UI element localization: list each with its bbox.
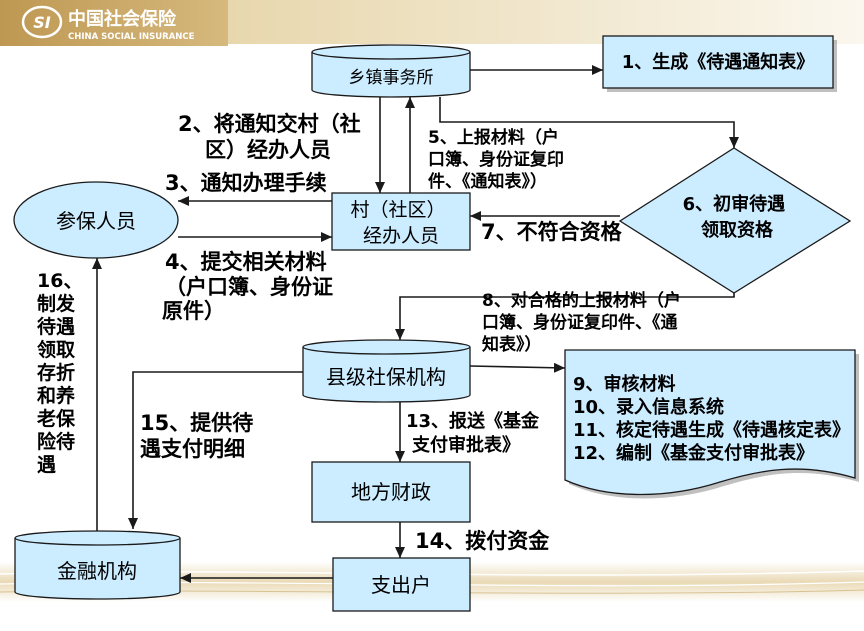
- village-staff-line: 经办人员: [363, 225, 439, 247]
- review-step-item: 11、核定待遇生成《待遇核定表》: [573, 419, 850, 441]
- step16-label: 16、 制发 待遇 领取 存折 和养 老保 险待 遇: [37, 270, 89, 476]
- township-office-node: 乡镇事务所: [311, 44, 471, 98]
- local-finance-label: 地方财政: [351, 480, 431, 504]
- step13-label: 13、报送《基金 支付审批表》: [406, 410, 545, 456]
- logo-mark: SI: [33, 13, 51, 32]
- review-steps-list: 9、审核材料 10、录入信息系统 11、核定待遇生成《待遇核定表》 12、编制《…: [573, 373, 856, 464]
- step13-line: 13、报送《基金: [406, 410, 540, 432]
- review-step-item: 12、编制《基金支付审批表》: [573, 442, 814, 464]
- step16-line: 领取: [37, 338, 75, 361]
- step8-label: 8、对合格的上报材料（户 口簿、身份证复印件、《通 知表》）: [481, 290, 687, 355]
- step2-label: 2、将通知交村（社 区）经办人员: [178, 112, 368, 162]
- notice-form-box: 1、生成《待遇通知表》: [602, 35, 837, 92]
- financial-institution-node: 金融机构: [14, 530, 181, 600]
- step16-line: 遇: [37, 454, 56, 476]
- notice-form-label: 1、生成《待遇通知表》: [622, 51, 815, 73]
- step8-line: 知表》）: [481, 334, 542, 355]
- step4-line: 4、提交相关材料: [165, 250, 327, 274]
- expenditure-account-label: 支出户: [371, 573, 431, 597]
- step15-line: 遇支付明细: [140, 437, 245, 461]
- review-step-item: 10、录入信息系统: [573, 396, 724, 418]
- step14-label: 14、拨付资金: [415, 529, 550, 553]
- step16-line: 制发: [37, 292, 76, 315]
- village-staff-node: 村（社区） 经办人员: [331, 192, 471, 251]
- step3-label: 3、通知办理手续: [165, 171, 327, 195]
- review-step-item: 9、审核材料: [573, 373, 676, 395]
- village-staff-line: 村（社区）: [350, 199, 445, 221]
- step2-line: 2、将通知交村（社: [178, 112, 361, 136]
- initial-review-decision: 6、初审待遇 领取资格: [618, 147, 852, 294]
- step2-line: 区）经办人员: [205, 138, 331, 162]
- expenditure-account-node: 支出户: [332, 557, 471, 612]
- logo-ring-icon: [21, 5, 63, 39]
- insured-person-node: 参保人员: [13, 181, 179, 259]
- flow-arrows: [92, 65, 739, 583]
- si-logo: SI: [21, 5, 63, 39]
- step13-line: 支付审批表》: [411, 434, 520, 456]
- arrow-county-to-bank: [128, 371, 303, 529]
- village-staff-label: 村（社区） 经办人员: [350, 199, 451, 247]
- step5-line: 5、上报材料（户: [428, 127, 559, 148]
- step5-label: 5、上报材料（户 口簿、身份证复印 件、《通知表》）: [428, 127, 570, 192]
- county-agency-label: 县级社保机构: [326, 365, 446, 389]
- step8-line: 8、对合格的上报材料（户: [482, 290, 681, 311]
- org-name-en: CHINA SOCIAL INSURANCE: [68, 32, 195, 42]
- arrow-review-to-county: [395, 293, 735, 340]
- review-steps-document: 9、审核材料 10、录入信息系统 11、核定待遇生成《待遇核定表》 12、编制《…: [564, 349, 859, 499]
- step4-line: 原件）: [162, 299, 225, 323]
- step4-line: （户口簿、身份证: [165, 275, 333, 299]
- step16-line: 16、: [37, 270, 82, 292]
- step16-line: 和养: [37, 384, 75, 407]
- step16-line: 险待: [37, 430, 75, 453]
- header-banner: SI 中国社会保险 CHINA SOCIAL INSURANCE: [0, 0, 864, 46]
- county-agency-node: 县级社保机构: [302, 339, 471, 403]
- initial-review-label: 6、初审待遇 领取资格: [683, 193, 792, 241]
- insured-person-label: 参保人员: [56, 209, 136, 233]
- org-name-cn: 中国社会保险: [68, 8, 177, 30]
- step5-line: 件、《通知表》）: [428, 171, 547, 192]
- step5-line: 口簿、身份证复印: [428, 149, 564, 170]
- township-office-label: 乡镇事务所: [349, 68, 434, 88]
- step4-label: 4、提交相关材料 （户口簿、身份证 原件）: [162, 250, 340, 323]
- step16-line: 老保: [37, 407, 76, 430]
- step15-line: 15、提供待: [140, 411, 253, 435]
- arrow-county-to-review-steps: [469, 362, 566, 373]
- step7-label: 7、不符合资格: [481, 220, 623, 244]
- step15-label: 15、提供待 遇支付明细: [140, 411, 261, 461]
- initial-review-line: 6、初审待遇: [683, 193, 786, 215]
- local-finance-node: 地方财政: [311, 461, 471, 523]
- step16-line: 存折: [37, 361, 75, 384]
- initial-review-line: 领取资格: [701, 219, 774, 241]
- arrow-township-to-review: [439, 97, 739, 148]
- step8-line: 口簿、身份证复印件、《通: [482, 312, 678, 333]
- step16-line: 待遇: [37, 315, 75, 338]
- financial-institution-label: 金融机构: [57, 559, 137, 583]
